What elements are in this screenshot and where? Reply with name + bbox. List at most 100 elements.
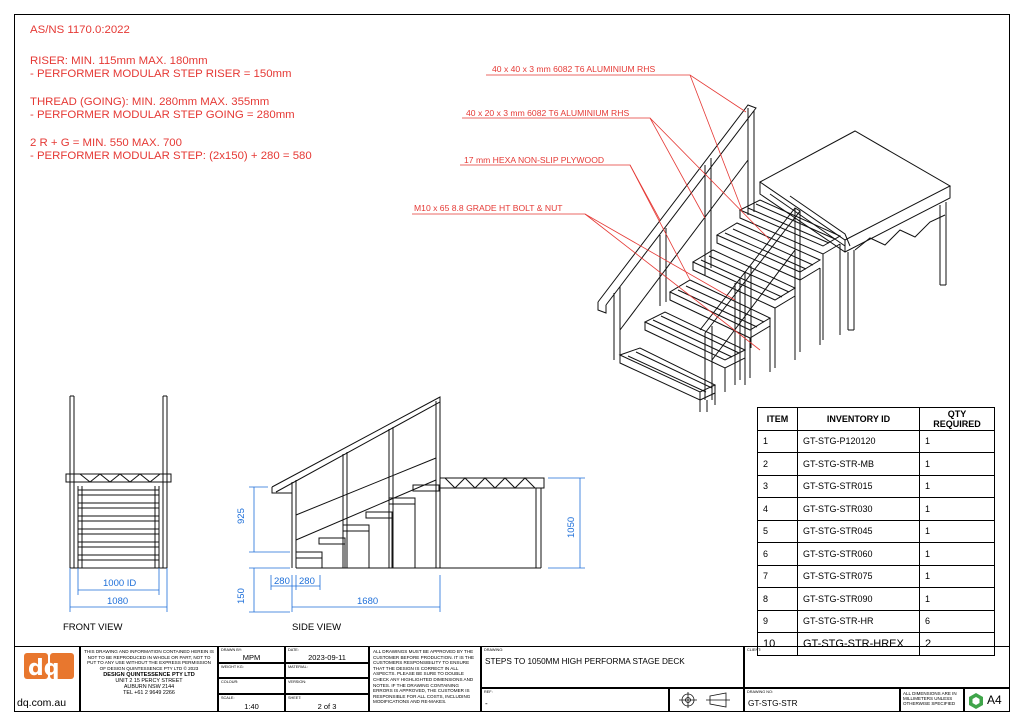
- logo-text: dq: [28, 656, 60, 681]
- riser-value: - PERFORMER MODULAR STEP RISER = 150mm: [30, 68, 292, 80]
- inventory-id-cell: GT-STG-STR075: [797, 564, 920, 588]
- address-line-1: UNIT 2 15 PERCY STREET: [115, 678, 183, 685]
- dim-going-1: 280: [274, 576, 290, 587]
- ref-cell: REF:-: [481, 688, 669, 712]
- dim-deck-height: 1050: [566, 516, 577, 538]
- scale-value: 1:40: [244, 702, 259, 711]
- dim-going-2: 280: [299, 576, 315, 587]
- item-cell: 2: [757, 452, 798, 476]
- header-item: ITEM: [757, 407, 798, 431]
- inventory-id-cell: GT-STG-STR045: [797, 519, 920, 543]
- drawn-by-value: MPM: [242, 653, 261, 662]
- dim-inner-width: 1000 ID: [103, 578, 137, 589]
- client-cell: CLIENT:: [744, 646, 1010, 688]
- callout-rhs-40x20: 40 x 20 x 3 mm 6082 T6 ALUMINIUM RHS: [466, 108, 630, 118]
- inventory-header-row: ITEM INVENTORY ID QTY REQUIRED: [757, 407, 995, 431]
- inventory-id-cell: GT-STG-P120120: [797, 429, 920, 453]
- header-inventory-id: INVENTORY ID: [797, 407, 920, 431]
- version-cell: VERSION:: [285, 678, 369, 694]
- side-view-label: SIDE VIEW: [292, 622, 342, 633]
- callout-bolt: M10 x 65 8.8 GRADE HT BOLT & NUT: [414, 203, 563, 213]
- client-label: CLIENT:: [747, 648, 762, 652]
- weight-label: WEIGHT Kg:: [221, 665, 244, 669]
- sheet-size: A4: [987, 693, 1002, 707]
- inventory-id-cell: GT-STG-STR-MB: [797, 452, 920, 476]
- hexagon-logo-icon: [969, 693, 983, 709]
- formula-value: - PERFORMER MODULAR STEP: (2x150) + 280 …: [30, 150, 312, 162]
- qty-cell: 1: [919, 497, 995, 521]
- ref-value: -: [485, 699, 488, 708]
- qty-cell: 6: [919, 609, 995, 633]
- scale-cell: SCALE: 1:40: [218, 694, 285, 712]
- units-note: ALL DIMENSIONS ARE IN MILLIMETERS UNLESS…: [903, 691, 957, 706]
- inventory-id-cell: GT-STG-STR015: [797, 474, 920, 498]
- callout-rhs-40x40: 40 x 40 x 3 mm 6082 T6 ALUMINIUM RHS: [492, 64, 656, 74]
- company-logo: dq: [24, 653, 74, 681]
- design-notes: AS/NS 1170.0:2022 RISER: MIN. 115mm MAX.…: [30, 24, 312, 164]
- drawing-no-cell: DRAWING No:GT-STG-STR: [744, 688, 900, 712]
- drawing-label: DRAWING:: [484, 648, 504, 652]
- disclaimer-text: ALL DRAWINGS MUST BE APPROVED BY THE CUS…: [373, 649, 475, 705]
- projection-cell: [669, 688, 744, 712]
- scale-label: SCALE:: [221, 696, 235, 700]
- thread-rule: THREAD (GOING): MIN. 280mm MAX. 355mm: [30, 95, 270, 108]
- qty-cell: 1: [919, 452, 995, 476]
- address-line-2: AUBURN NSW 2144: [123, 684, 175, 691]
- sheet-cell: SHEET: 2 of 3: [285, 694, 369, 712]
- logo-cell: dq dq.com.au: [14, 646, 80, 712]
- company-info-cell: THIS DRAWING AND INFORMATION CONTAINED H…: [80, 646, 218, 712]
- inventory-id-cell: GT-STG-STR060: [797, 542, 920, 566]
- drawing-title: STEPS TO 1050MM HIGH PERFORMA STAGE DECK: [485, 657, 685, 666]
- drawing-no-label: DRAWING No:: [747, 690, 774, 694]
- version-label: VERSION:: [288, 680, 307, 684]
- item-cell: 8: [757, 587, 798, 611]
- drawn-by-cell: DRAWN BY:MPM: [218, 646, 285, 663]
- qty-cell: 1: [919, 519, 995, 543]
- inventory-id-cell: GT-STG-STR090: [797, 587, 920, 611]
- thread-value: - PERFORMER MODULAR STEP GOING = 280mm: [30, 109, 295, 121]
- qty-cell: 2: [919, 632, 995, 656]
- item-cell: 5: [757, 519, 798, 543]
- item-cell: 9: [757, 609, 798, 633]
- weight-cell: WEIGHT Kg:: [218, 663, 285, 678]
- inventory-id-cell: GT-STG-STR-HR: [797, 609, 920, 633]
- sheet-label: SHEET:: [288, 696, 302, 700]
- company-name: DESIGN QUINTESSENCE PTY LTD: [103, 672, 195, 679]
- callout-plywood: 17 mm HEXA NON-SLIP PLYWOOD: [464, 155, 605, 165]
- material-cell: MATERIAL:: [285, 663, 369, 678]
- colour-label: COLOUR:: [221, 680, 239, 684]
- formula-rule: 2 R + G = MIN. 550 MAX. 700: [30, 136, 182, 149]
- date-value: 2023-09-11: [308, 653, 346, 662]
- qty-cell: 1: [919, 474, 995, 498]
- qty-cell: 1: [919, 542, 995, 566]
- units-cell: ALL DIMENSIONS ARE IN MILLIMETERS UNLESS…: [900, 688, 964, 712]
- qty-cell: 1: [919, 429, 995, 453]
- riser-rule: RISER: MIN. 115mm MAX. 180mm: [30, 54, 208, 67]
- item-cell: 4: [757, 497, 798, 521]
- drawn-by-label: DRAWN BY:: [221, 648, 243, 652]
- date-cell: DATE:2023-09-11: [285, 646, 369, 663]
- qty-cell: 1: [919, 564, 995, 588]
- material-label: MATERIAL:: [288, 665, 308, 669]
- qty-cell: 1: [919, 587, 995, 611]
- front-view-label: FRONT VIEW: [63, 622, 123, 633]
- dim-rail-height: 925: [236, 508, 247, 524]
- dim-outer-width: 1080: [107, 596, 129, 607]
- website: dq.com.au: [17, 697, 67, 709]
- sheet-value: 2 of 3: [317, 702, 337, 711]
- inventory-id-cell: GT-STG-STR030: [797, 497, 920, 521]
- disclaimer-cell: ALL DRAWINGS MUST BE APPROVED BY THE CUS…: [369, 646, 481, 712]
- third-angle-projection-icon: [679, 692, 730, 708]
- item-cell: 6: [757, 542, 798, 566]
- sheet-size-cell: A4: [964, 688, 1010, 712]
